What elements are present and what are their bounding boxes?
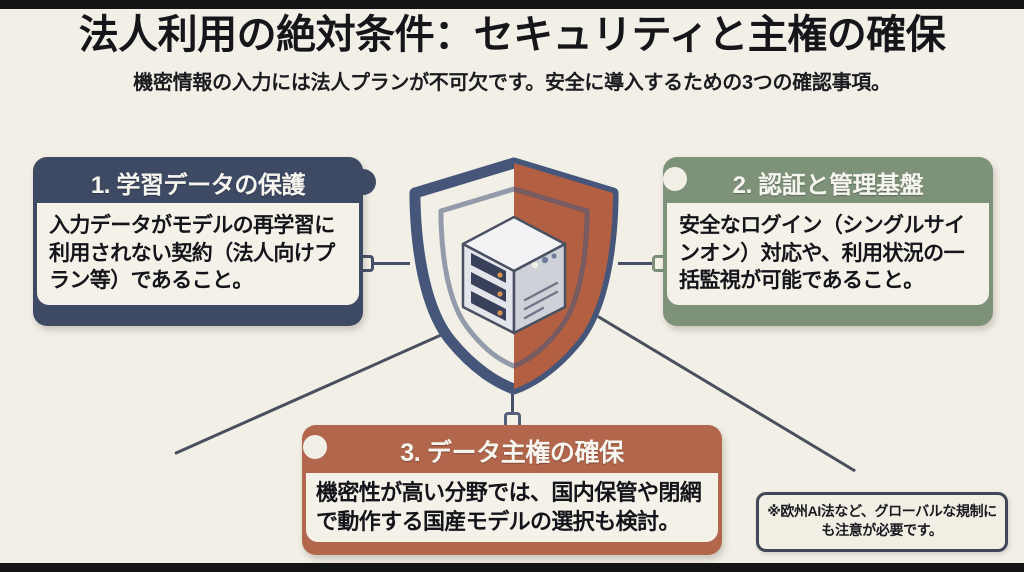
- page-title: 法人利用の絶対条件：セキュリティと主権の確保: [78, 13, 946, 57]
- card3-body-text: 機密性が高い分野では、国内保管や閉網で動作する国産モデルの選択も検討。: [306, 473, 718, 543]
- card3-heading-text: 3. データ主権の確保: [400, 439, 624, 467]
- card1-header: 1. 学習データの保護: [37, 161, 376, 203]
- puzzle-notch-icon: [663, 167, 687, 191]
- shield-server-emblem: [399, 155, 629, 395]
- header: 法人利用の絶対条件：セキュリティと主権の確保 機密情報の入力には法人プランが不可…: [0, 13, 1024, 95]
- puzzle-notch-icon: [303, 435, 327, 459]
- card-auth-and-management[interactable]: 2. 認証と管理基盤 安全なログイン（シングルサインオン）対応や、利用状況の一括…: [663, 157, 993, 326]
- card2-body-text: 安全なログイン（シングルサインオン）対応や、利用状況の一括監視が可能であること。: [667, 203, 989, 306]
- card-learning-data-protection[interactable]: 1. 学習データの保護 入力データがモデルの再学習に利用されない契約（法人向けプ…: [33, 157, 376, 326]
- card1-heading-text: 1. 学習データの保護: [90, 171, 306, 199]
- card2-heading-text: 2. 認証と管理基盤: [732, 171, 924, 199]
- footnote-text: ※欧州AI法など、グローバルな規制にも注意が必要です。: [767, 502, 997, 539]
- footnote-box: ※欧州AI法など、グローバルな規制にも注意が必要です。: [756, 491, 1008, 552]
- card3-header: 3. データ主権の確保: [303, 429, 718, 473]
- card2-header: 2. 認証と管理基盤: [663, 161, 989, 203]
- card1-body-text: 入力データがモデルの再学習に利用されない契約（法人向けプラン等）であること。: [37, 203, 359, 306]
- page-subtitle: 機密情報の入力には法人プランが不可欠です。安全に導入するための3つの確認事項。: [133, 72, 891, 95]
- letterbox-bottom: [0, 563, 1024, 572]
- puzzle-knob-icon: [350, 169, 376, 195]
- letterbox-top: [0, 0, 1024, 9]
- card-data-sovereignty[interactable]: 3. データ主権の確保 機密性が高い分野では、国内保管や閉網で動作する国産モデル…: [302, 425, 722, 555]
